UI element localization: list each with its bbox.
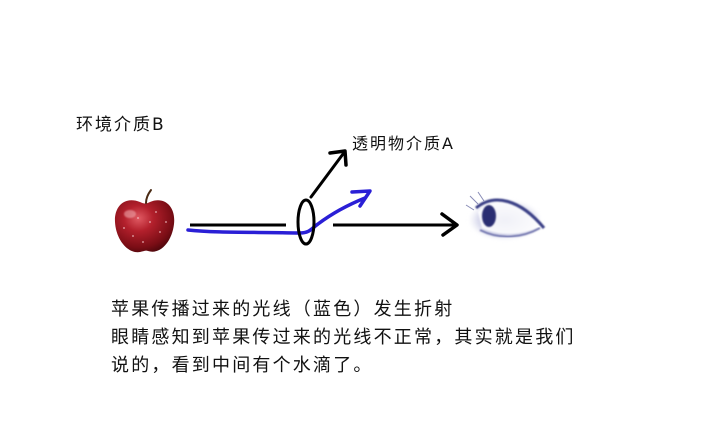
refracted-ray-arrowhead	[350, 189, 372, 208]
explanation-caption: 苹果传播过来的光线（蓝色）发生折射 眼睛感知到苹果传过来的光线不正常，其实就是我…	[111, 296, 576, 380]
refracted-ray-blue	[186, 196, 367, 235]
eye-icon	[465, 191, 546, 240]
caption-line: 说的，看到中间有个水滴了。	[111, 355, 374, 376]
pointer-arrow-line	[309, 152, 345, 199]
transparent-object-ellipse	[296, 198, 316, 246]
pointer-arrowhead	[328, 149, 348, 167]
transparent-medium-label: 透明物介质A	[352, 134, 455, 153]
apple-icon	[114, 189, 175, 253]
environment-medium-label: 环境介质B	[76, 115, 166, 135]
perceived-ray-arrowhead	[440, 212, 459, 237]
caption-line: 眼睛感知到苹果传过来的光线不正常，其实就是我们	[111, 327, 576, 348]
caption-line: 苹果传播过来的光线（蓝色）发生折射	[111, 299, 455, 320]
